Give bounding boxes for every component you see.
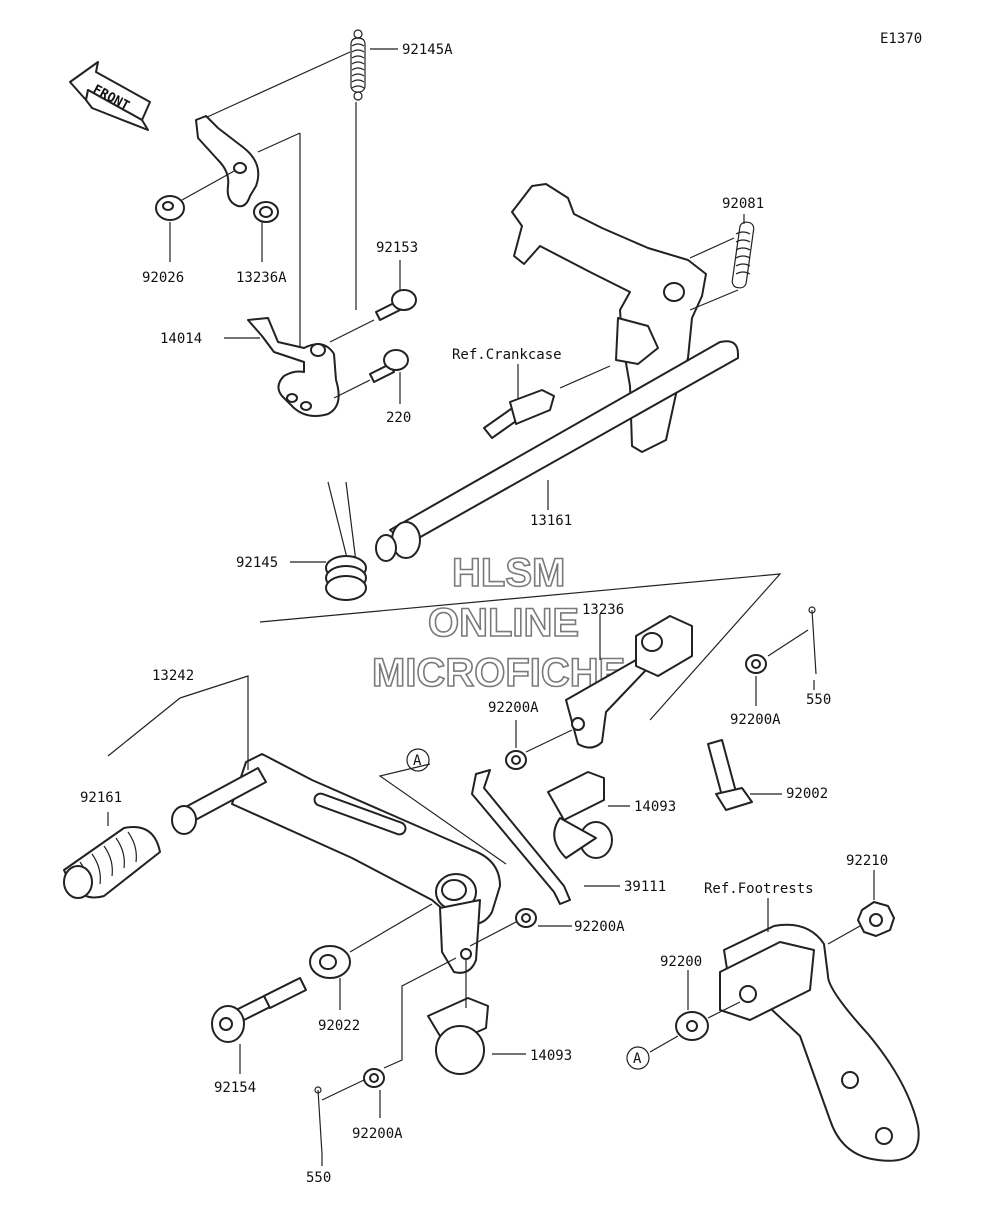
bolt-92153 xyxy=(375,289,417,321)
marker-a-bottom xyxy=(626,1046,650,1070)
washer-92200a-mid xyxy=(505,750,527,770)
part-label-14093-lower: 14093 xyxy=(530,1048,572,1064)
rubber-92161 xyxy=(63,826,161,899)
part-label-92210: 92210 xyxy=(846,853,888,869)
part-label-14014: 14014 xyxy=(160,331,202,347)
shaft-13161 xyxy=(375,340,739,562)
arm-13236 xyxy=(565,615,693,749)
part-label-220: 220 xyxy=(386,410,411,426)
shift-pedal-13242 xyxy=(171,753,501,974)
washer-92022 xyxy=(309,945,351,979)
part-label-550-bottom: 550 xyxy=(306,1170,331,1186)
part-label-14093-upper: 14093 xyxy=(634,799,676,815)
rod-end-14093-lower xyxy=(427,997,489,1075)
part-label-92081: 92081 xyxy=(722,196,764,212)
spring-92145 xyxy=(325,481,367,601)
arm-13236a xyxy=(195,115,279,223)
bolt-92002 xyxy=(707,739,753,811)
washer-92200 xyxy=(675,1011,709,1041)
part-label-550-right: 550 xyxy=(806,692,831,708)
part-label-92200a-right: 92200A xyxy=(730,712,781,728)
watermark-line1: HLSM xyxy=(452,551,565,595)
part-label-92145: 92145 xyxy=(236,555,278,571)
front-arrow-icon: FRONT xyxy=(69,61,151,131)
marker-a-top-label: A xyxy=(413,753,422,769)
footrest-bracket xyxy=(719,923,920,1162)
ref-footrests: Ref.Footrests xyxy=(704,881,814,897)
marker-a-bottom-label: A xyxy=(633,1051,642,1067)
nut-92210 xyxy=(857,901,895,937)
part-label-92200a-bottom: 92200A xyxy=(352,1126,403,1142)
crankcase-stud xyxy=(483,389,555,439)
part-label-92161: 92161 xyxy=(80,790,122,806)
watermark-line2: ONLINE xyxy=(428,601,579,645)
lever-14014 xyxy=(247,317,340,417)
washer-92200a-low xyxy=(515,908,537,928)
rod-39111 xyxy=(471,769,571,905)
part-label-92026: 92026 xyxy=(142,270,184,286)
washer-92200a-right xyxy=(745,654,767,674)
part-label-13242: 13242 xyxy=(152,668,194,684)
part-label-92022: 92022 xyxy=(318,1018,360,1034)
ref-crankcase: Ref.Crankcase xyxy=(452,347,562,363)
part-label-92154: 92154 xyxy=(214,1080,256,1096)
bolt-220 xyxy=(369,349,409,383)
diagram-code: E1370 xyxy=(880,31,922,47)
part-label-92002: 92002 xyxy=(786,786,828,802)
watermark-line3: MICROFICHE xyxy=(372,651,625,695)
part-label-13236: 13236 xyxy=(582,602,624,618)
part-label-13161: 13161 xyxy=(530,513,572,529)
part-label-92200: 92200 xyxy=(660,954,702,970)
rod-end-14093-upper xyxy=(547,771,613,859)
bolt-92154 xyxy=(211,977,307,1043)
part-label-13236a: 13236A xyxy=(236,270,287,286)
pin-550-right xyxy=(808,606,817,675)
washer-92200a-bottom xyxy=(363,1068,385,1088)
part-label-92145a: 92145A xyxy=(402,42,453,58)
pin-550-bottom xyxy=(314,1086,323,1155)
spring-92081 xyxy=(731,221,755,289)
part-label-39111: 39111 xyxy=(624,879,666,895)
part-label-92200a-mid: 92200A xyxy=(488,700,539,716)
part-label-92200a-low: 92200A xyxy=(574,919,625,935)
marker-a-top xyxy=(406,748,430,772)
washer-92026 xyxy=(155,195,185,221)
spring-92145a xyxy=(350,29,366,101)
part-label-92153: 92153 xyxy=(376,240,418,256)
